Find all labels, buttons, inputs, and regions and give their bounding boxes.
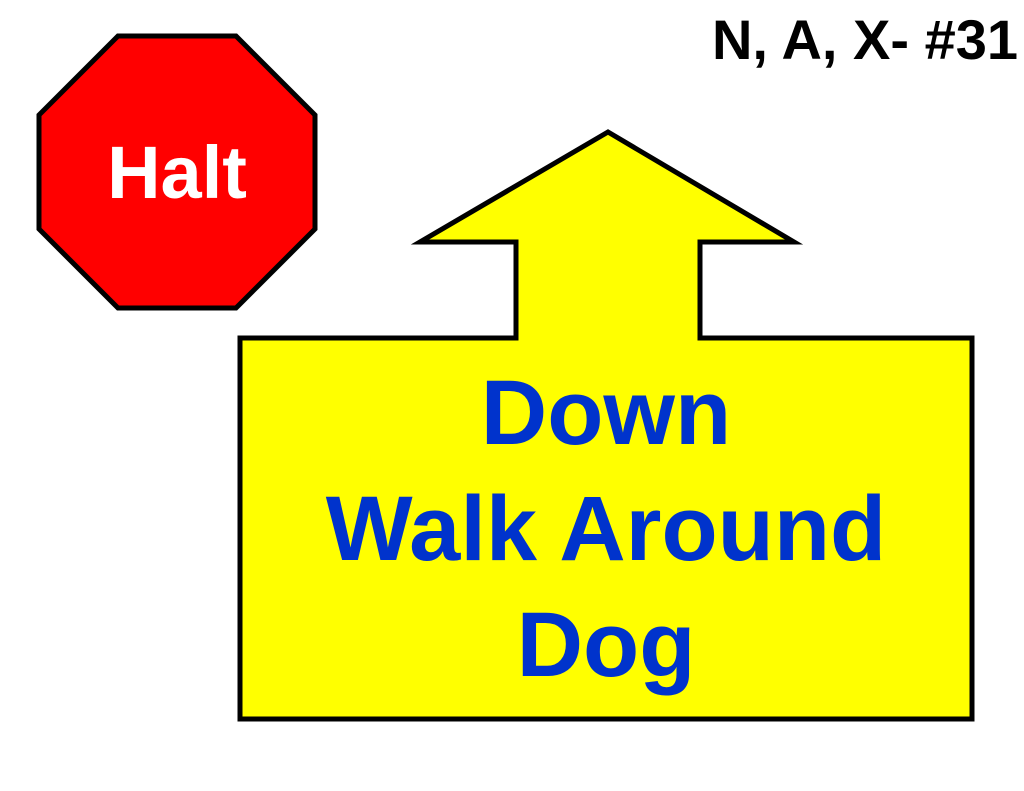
instruction-line: Down bbox=[480, 362, 732, 464]
up-arrow-icon bbox=[237, 129, 975, 722]
octagon-shape bbox=[36, 33, 318, 311]
halt-sign: Halt bbox=[36, 33, 318, 311]
instruction-line: Dog bbox=[516, 594, 696, 696]
instruction-text: Down Walk Around Dog bbox=[240, 340, 972, 718]
sign-id: N, A, X- #31 bbox=[711, 8, 1018, 71]
instruction-line: Walk Around bbox=[325, 478, 887, 580]
halt-label: Halt bbox=[107, 130, 247, 214]
up-arrow-sign: Down Walk Around Dog bbox=[236, 128, 976, 724]
